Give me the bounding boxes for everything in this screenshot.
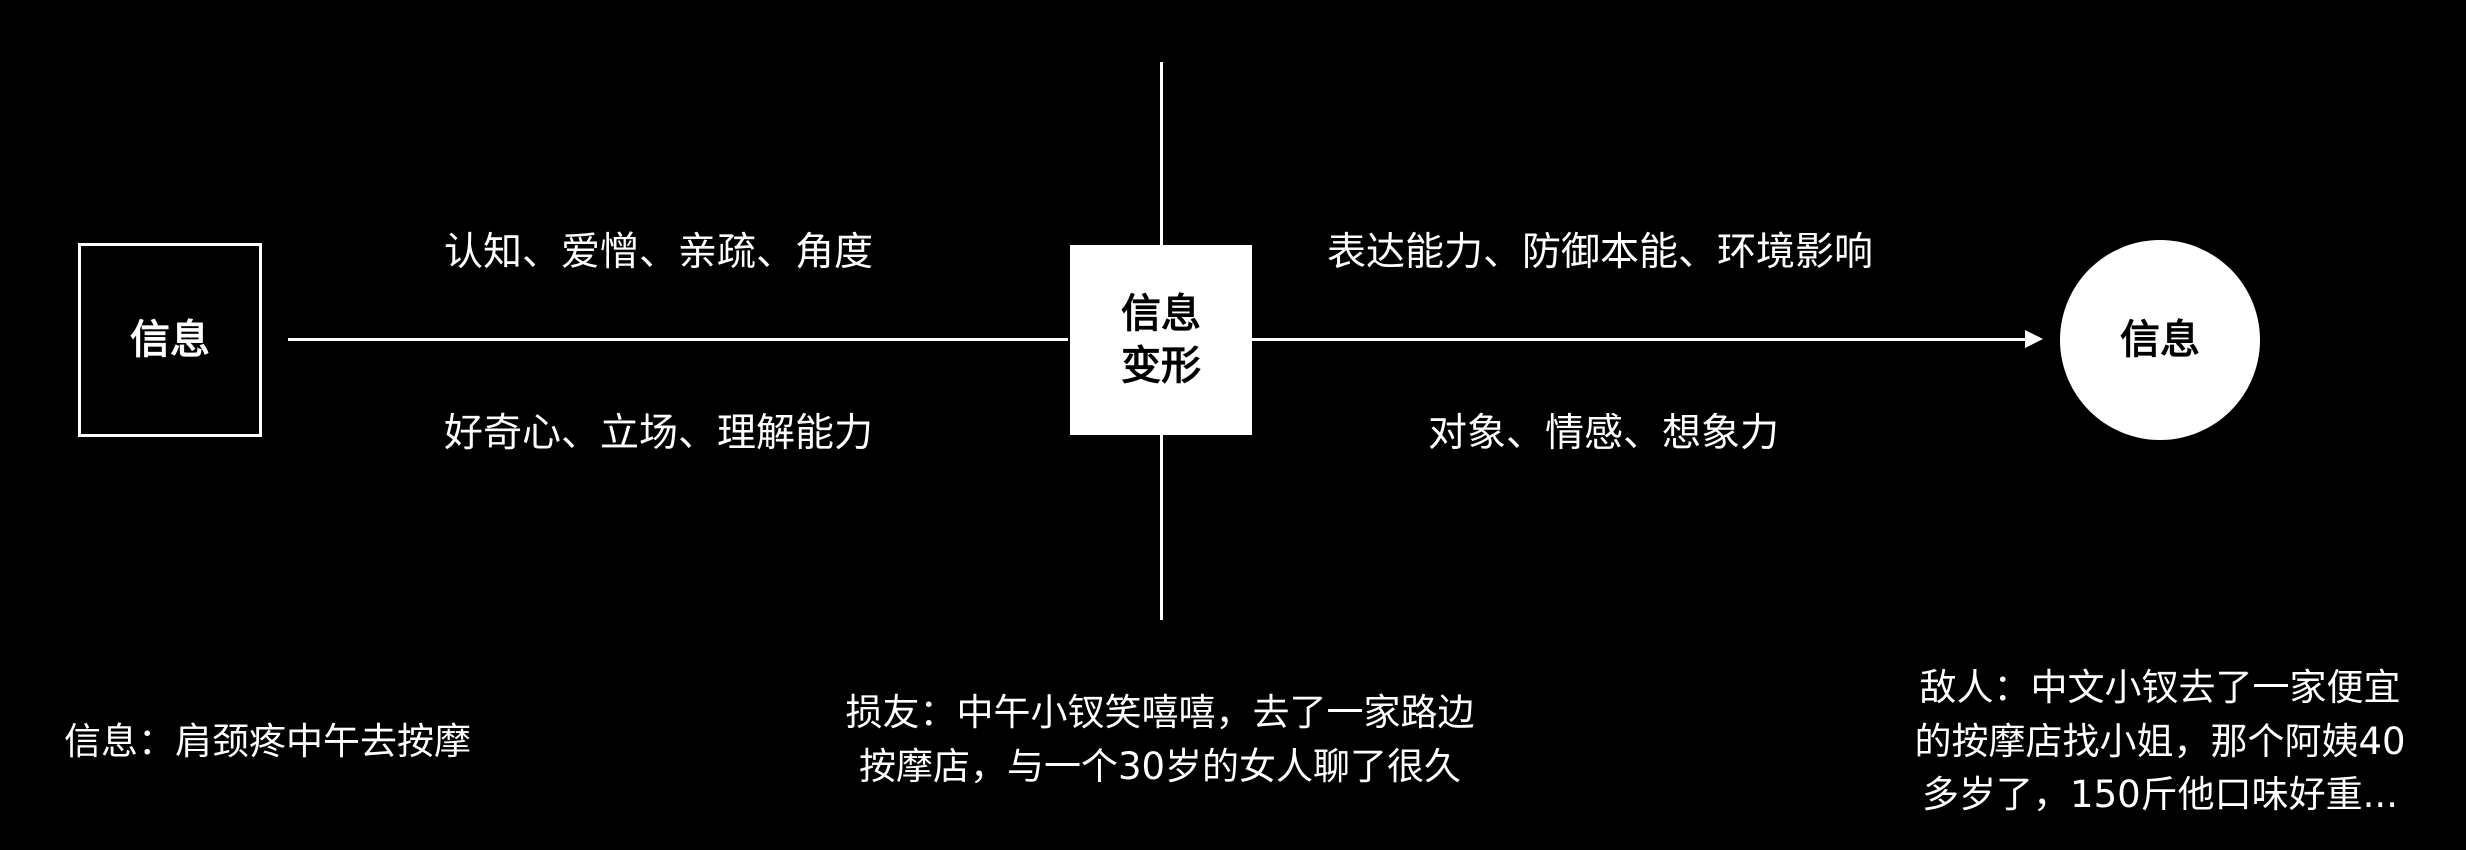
flow-arrowhead <box>2025 330 2043 348</box>
flow-line-left <box>288 338 1068 341</box>
info-transform-label-line1: 信息 <box>1121 291 1201 337</box>
info-transform-box: 信息 变形 <box>1070 245 1252 435</box>
axis-line-bottom <box>1160 433 1163 620</box>
source-info-label: 信息 <box>130 317 210 363</box>
result-info-label: 信息 <box>2120 317 2200 363</box>
factor-label-right-top: 表达能力、防御本能、环境影响 <box>1327 230 1874 275</box>
original-message-note: 信息：肩颈疼中午去按摩 <box>64 720 471 763</box>
factor-label-left-top: 认知、爱憎、亲疏、角度 <box>444 230 874 275</box>
result-info-circle: 信息 <box>2060 240 2260 440</box>
factor-label-left-bottom: 好奇心、立场、理解能力 <box>444 411 874 456</box>
factor-label-right-bottom: 对象、情感、想象力 <box>1428 411 1780 456</box>
axis-line-top <box>1160 62 1163 245</box>
source-info-box: 信息 <box>78 243 262 437</box>
friend-version-note: 损友：中午小钗笑嘻嘻，去了一家路边 按摩店，与一个30岁的女人聊了很久 <box>845 691 1475 788</box>
enemy-version-note: 敌人：中文小钗去了一家便宜 的按摩店找小姐，那个阿姨40 多岁了，150斤他口味… <box>1914 666 2406 817</box>
info-transform-label-line2: 变形 <box>1121 343 1201 389</box>
flow-line-right <box>1252 338 2027 341</box>
